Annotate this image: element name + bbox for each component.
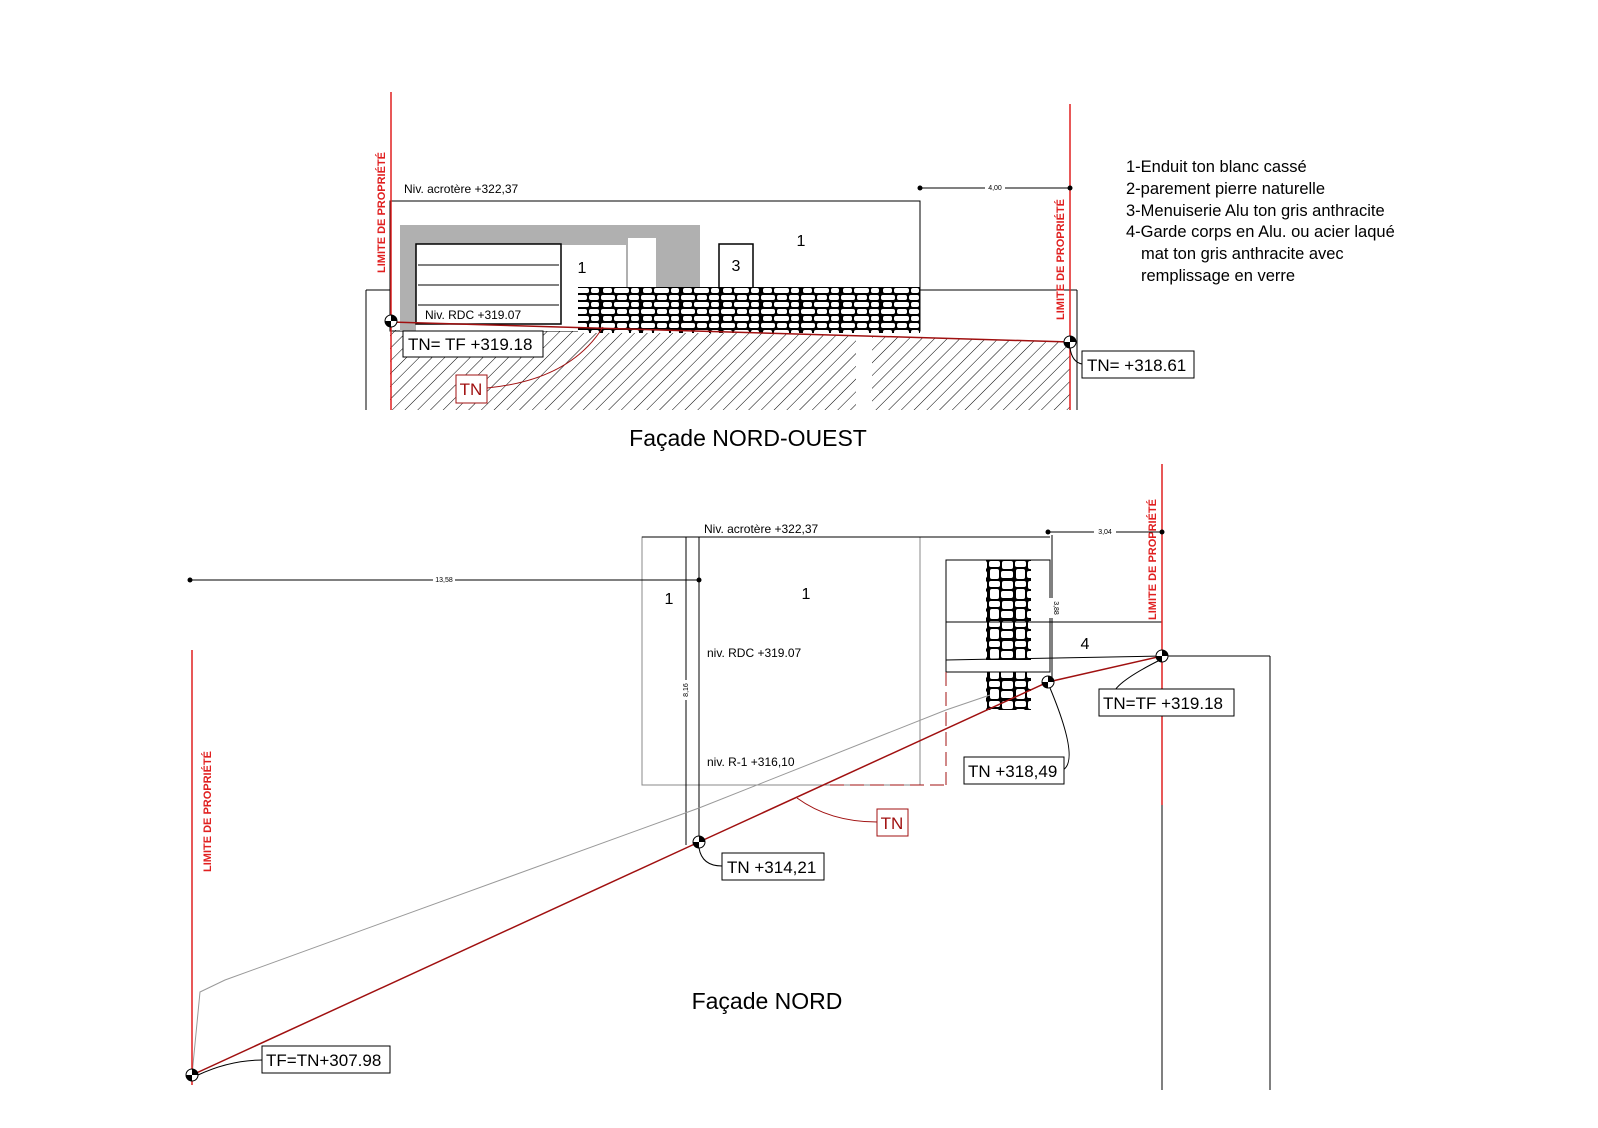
terrain-line <box>191 655 1163 1076</box>
level-marker-icon <box>185 649 1169 1082</box>
dimension-value: 13,58 <box>435 577 453 584</box>
dimension-value: 3,04 <box>1098 529 1112 536</box>
tn-tag-text: TN <box>460 380 483 399</box>
facade-nord: LIMITE DE PROPRIÉTÉ LIMITE DE PROPRIÉTÉ … <box>185 464 1271 1090</box>
material-label: 1 <box>665 591 674 608</box>
ground-hatch <box>872 337 1070 410</box>
garage-door <box>415 243 562 325</box>
property-limit-label: LIMITE DE PROPRIÉTÉ <box>201 751 214 872</box>
dimension-value: 3,88 <box>1052 601 1059 615</box>
level-tag <box>721 852 825 881</box>
level-tag-text: TF=TN+307.98 <box>266 1051 381 1070</box>
material-label: 1 <box>802 586 811 603</box>
level-tag-text: TN +314,21 <box>727 858 816 877</box>
acrotere-level: Niv. acrotère +322,37 <box>404 182 519 196</box>
property-limit-label: LIMITE DE PROPRIÉTÉ <box>1054 199 1067 320</box>
facade-title: Façade NORD <box>692 988 843 1014</box>
dimension-value: 8,16 <box>683 683 690 697</box>
level-tag-text: TN= TF +319.18 <box>408 335 532 354</box>
r1-level: niv. R-1 +316,10 <box>707 755 795 769</box>
level-tag <box>402 330 544 358</box>
materials-legend: 1-Enduit ton blanc cassé 2-parement pier… <box>1126 157 1395 288</box>
tn-tag-text: TN <box>881 814 904 833</box>
material-label: 1 <box>797 233 806 250</box>
legend-item: 1-Enduit ton blanc cassé <box>1126 158 1307 176</box>
level-tag-text: TN= +318.61 <box>1087 356 1186 375</box>
level-tag <box>1098 688 1235 717</box>
legend-item: 4-Garde corps en Alu. ou acier laqué <box>1126 223 1395 242</box>
level-tag-text: TN=TF +319.18 <box>1103 694 1223 713</box>
building-outline <box>641 536 921 786</box>
tn-tag <box>876 808 909 837</box>
facade-nord-ouest: LIMITE DE PROPRIÉTÉ LIMITE DE PROPRIÉTÉ … <box>365 92 1195 451</box>
existing-terrain-line <box>191 694 991 1076</box>
legend-item-cont: mat ton gris anthracite avec <box>1141 245 1344 264</box>
window <box>718 243 754 289</box>
tn-tag <box>455 374 488 404</box>
material-label: 4 <box>1081 636 1090 653</box>
material-label: 3 <box>732 258 741 275</box>
rdc-level: Niv. RDC +319.07 <box>425 308 521 322</box>
rdc-level: niv. RDC +319.07 <box>707 646 801 660</box>
facade-title: Façade NORD-OUEST <box>629 425 867 451</box>
level-tag-text: TN +318,49 <box>968 762 1057 781</box>
stone-cladding <box>578 287 920 333</box>
dimension-value: 4,00 <box>988 185 1002 192</box>
level-tag <box>963 756 1065 785</box>
level-tag <box>1081 350 1195 379</box>
legend-item-cont: remplissage en verre <box>1141 266 1296 285</box>
property-limit-label: LIMITE DE PROPRIÉTÉ <box>375 152 388 273</box>
level-tag <box>261 1045 391 1074</box>
material-label: 1 <box>578 260 587 277</box>
legend-item: 3-Menuiserie Alu ton gris anthracite <box>1126 201 1385 220</box>
stone-cladding <box>986 560 1031 660</box>
acrotere-level: Niv. acrotère +322,37 <box>704 522 819 536</box>
terrain-line <box>389 321 1071 343</box>
legend-item: 2-parement pierre naturelle <box>1126 179 1326 198</box>
property-limit-label: LIMITE DE PROPRIÉTÉ <box>1146 499 1159 620</box>
